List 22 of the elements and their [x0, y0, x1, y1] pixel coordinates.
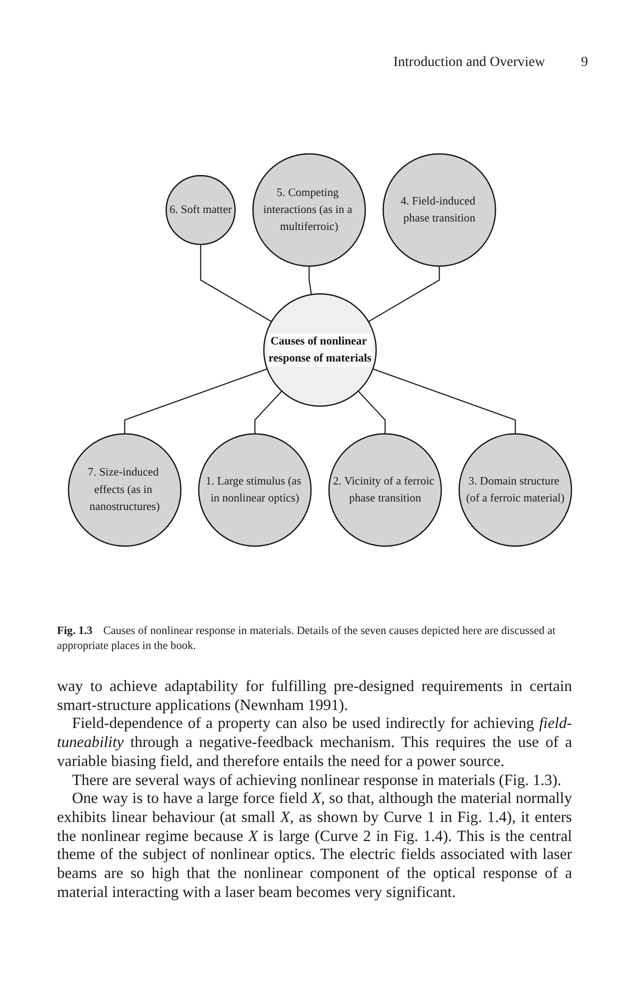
connector-line [200, 244, 272, 322]
connector-line [254, 390, 282, 434]
circle-node: 7. Size-induced effects (as in nanostructures) [68, 433, 182, 547]
body-paragraph: One way is to have a large force field X, so that, although the material normally exhibits linear behaviour (at small X, as shown by Curve 1 in Fig. 1.4), it enters the nonlinear regime because X is large (Curve 2 in Fig. 1.4). This is the central theme of the subject of nonlinear optics. The electric fields associated with laser beams are so high that the nonlinear component of the optical response of a material interacting with a laser beam becomes very significant. [57, 790, 572, 902]
connector-line [372, 368, 516, 434]
circle-node: 3. Domain structure (of a ferroic material) [458, 433, 572, 547]
running-header: Introduction and Overview [393, 54, 545, 72]
circle-node: Causes of nonlinear response of materials [263, 293, 377, 407]
connector-line [308, 266, 312, 295]
page-number: 9 [581, 54, 588, 72]
circle-node: 6. Soft matter [166, 174, 236, 246]
body-paragraph: Field-dependence of a property can also be used indirectly for achieving field-tuneability through a negative-feedback mechanism. This requires the use of a variable biasing field, and therefore entails the need for a power source. [57, 715, 572, 772]
connector-line [358, 390, 386, 434]
circle-node: 1. Large stimulus (as in nonlinear optics) [198, 433, 312, 547]
circle-node: 5. Competing interactions (as in a multiferroic) [252, 153, 366, 267]
connector-line [124, 368, 268, 434]
circle-node: 4. Field-induced phase transition [382, 153, 496, 267]
body-paragraph: way to achieve adaptability for fulfilling pre-designed requirements in certain smart-structure applications (Newnham 1991). [57, 678, 572, 716]
body-paragraph: There are several ways of achieving nonlinear response in materials (Fig. 1.3). [71, 772, 562, 790]
figure-caption: Fig. 1.3 Causes of nonlinear response in materials. Details of the seven causes depicted here are discussed at appropriate places in the book. [57, 624, 557, 654]
connector-line [368, 266, 440, 322]
circle-node: 2. Vicinity of a ferroic phase transition [328, 433, 442, 547]
